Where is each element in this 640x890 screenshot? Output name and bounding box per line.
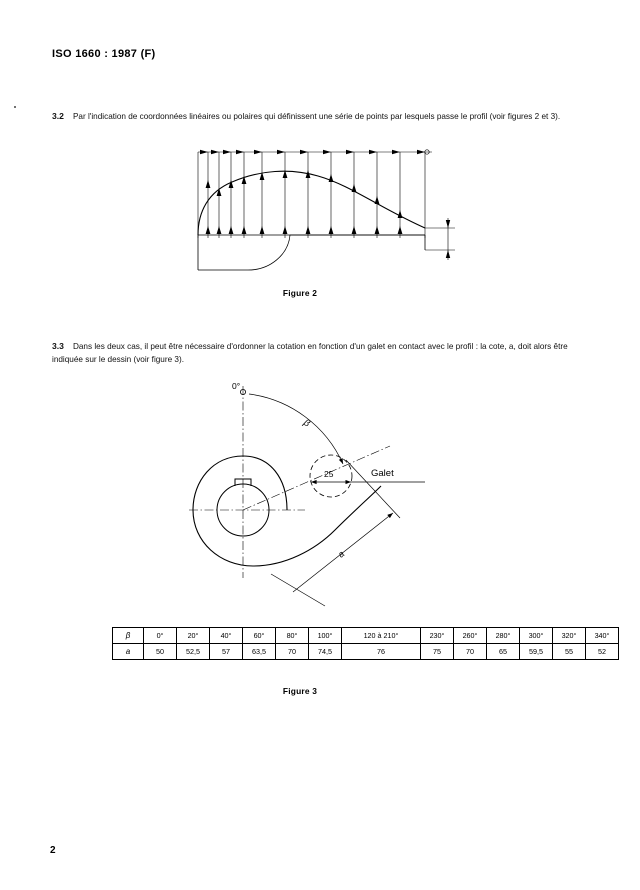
table-cell: 57: [209, 643, 243, 660]
table-cell: 65: [486, 643, 520, 660]
beta-a-table: β 0° 20° 40° 60° 80° 100° 120 à 210° 230…: [112, 627, 619, 660]
table-cell: 74,5: [308, 643, 342, 660]
margin-speck: [14, 106, 16, 108]
clause-3-2-number: 3.2: [52, 111, 64, 121]
table-cell: 70: [275, 643, 309, 660]
zero-angle-label: 0°: [232, 381, 240, 391]
table-cell: 52: [585, 643, 619, 660]
figure-3-caption: Figure 3: [282, 686, 318, 696]
beta-label: β: [301, 417, 313, 430]
table-rowhead-beta: β: [112, 627, 144, 644]
clause-3-3-text: Dans les deux cas, il peut être nécessai…: [52, 342, 568, 364]
table-cell: 230°: [420, 627, 454, 644]
table-cell: 76: [341, 643, 421, 660]
table-cell: 59,5: [519, 643, 553, 660]
table-cell: 120 à 210°: [341, 627, 421, 644]
table-cell: 50: [143, 643, 177, 660]
clause-3-2-text: Par l'indication de coordonnées linéaire…: [72, 112, 561, 121]
table-cell: 320°: [552, 627, 586, 644]
table-cell: 52,5: [176, 643, 210, 660]
figure-3-drawing: 0° β 25 Galet: [175, 378, 465, 613]
table-cell: 70: [453, 643, 487, 660]
table-cell: 55: [552, 643, 586, 660]
table-cell: 40°: [209, 627, 243, 644]
page-number: 2: [50, 845, 56, 856]
galet-label: Galet: [371, 468, 394, 479]
table-rowhead-a: a: [112, 643, 144, 660]
clause-3-2: 3.2 Par l'indication de coordonnées linéa…: [52, 110, 600, 123]
table-cell: 260°: [453, 627, 487, 644]
table-cell: 63,5: [242, 643, 276, 660]
figure-2-drawing: [150, 140, 480, 285]
table-row-a: a 50 52,5 57 63,5 70 74,5 76 75 70 65 59…: [112, 643, 619, 660]
table-cell: 100°: [308, 627, 342, 644]
table-cell: 0°: [143, 627, 177, 644]
clause-3-3-number: 3.3: [52, 341, 64, 351]
table-cell: 280°: [486, 627, 520, 644]
document-header: ISO 1660 : 1987 (F): [52, 48, 156, 60]
table-cell: 340°: [585, 627, 619, 644]
dimension-a-label: a: [336, 549, 346, 560]
table-cell: 80°: [275, 627, 309, 644]
table-row-beta: β 0° 20° 40° 60° 80° 100° 120 à 210° 230…: [112, 627, 619, 644]
table-cell: 75: [420, 643, 454, 660]
roller-diameter-label: 25: [324, 469, 334, 479]
table-cell: 20°: [176, 627, 210, 644]
table-cell: 60°: [242, 627, 276, 644]
figure-2-caption: Figure 2: [282, 288, 318, 298]
table-cell: 300°: [519, 627, 553, 644]
